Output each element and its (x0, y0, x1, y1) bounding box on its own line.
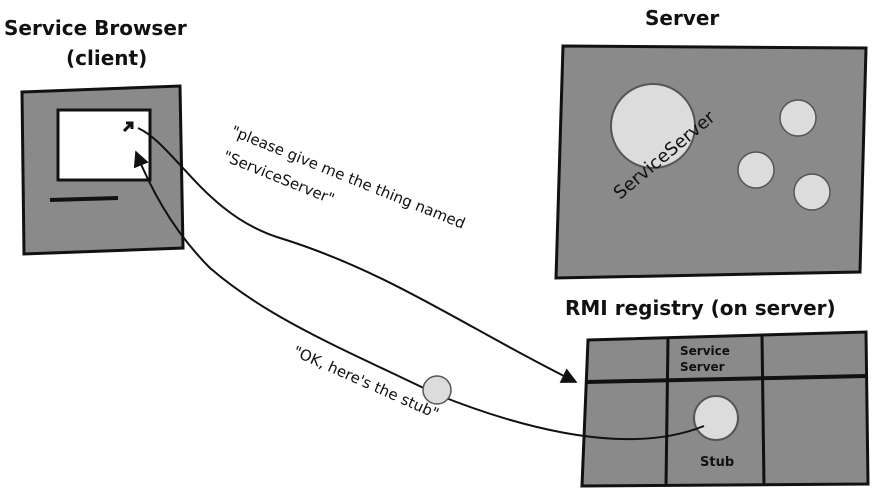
server-box (554, 44, 868, 280)
server-object-small-3 (793, 173, 831, 211)
registry-stub-object (693, 395, 739, 441)
registry-cell-line2: Server (680, 360, 725, 374)
client-title-line1: Service Browser (4, 16, 187, 40)
client-cursor-icon (122, 121, 134, 133)
service-server-object (610, 83, 696, 169)
registry-col-line-2 (760, 335, 766, 487)
registry-cell-line1: Service (680, 344, 730, 358)
response-arrow (133, 150, 705, 441)
client-screen (56, 108, 152, 182)
registry-row-line (585, 374, 867, 384)
server-object-small-2 (737, 151, 775, 189)
client-title-line2: (client) (66, 46, 148, 70)
server-object-small-1 (779, 99, 817, 137)
server-title: Server (645, 6, 720, 30)
client-slot-line (49, 196, 119, 202)
request-arrow (137, 127, 578, 383)
server: ServiceServer (554, 44, 868, 280)
response-text: "OK, here's the stub" (290, 342, 441, 423)
rmi-registry: Service Server Stub (580, 330, 870, 488)
stub-in-transit (422, 375, 452, 405)
registry-col-line-1 (664, 337, 670, 487)
registry-stub-label: Stub (700, 455, 734, 470)
client-computer (20, 84, 185, 256)
registry-title: RMI registry (on server) (565, 296, 836, 320)
